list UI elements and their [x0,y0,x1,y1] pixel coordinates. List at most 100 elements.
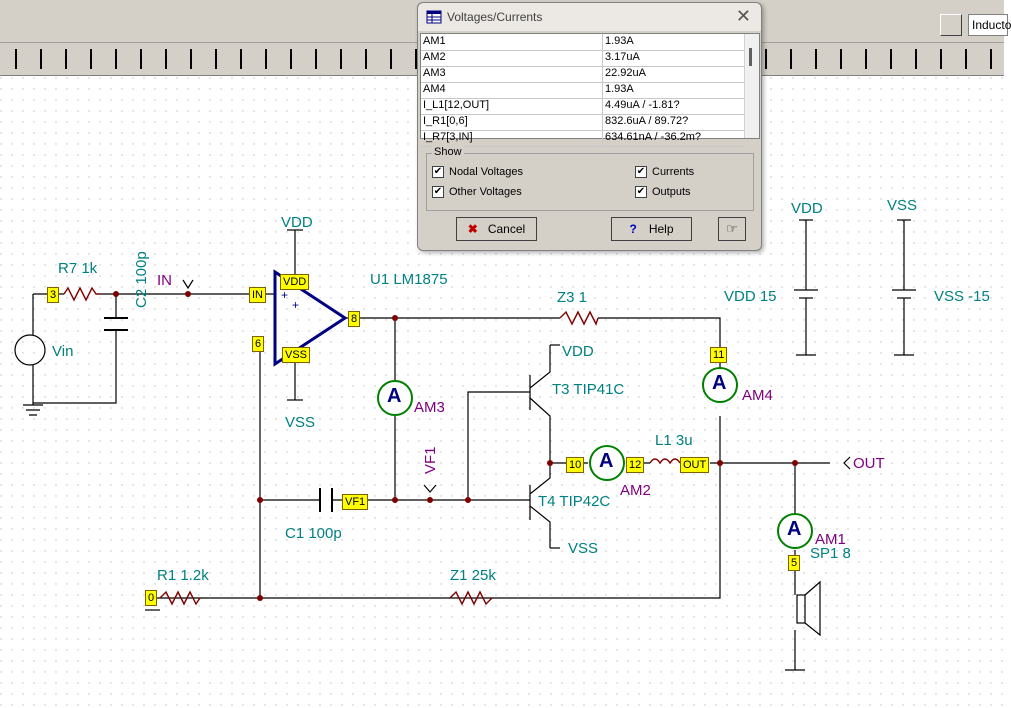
scrollbar-thumb[interactable] [749,48,752,66]
table-row[interactable]: AM2 3.17uA [421,50,745,67]
svg-text:+: + [281,288,288,302]
node-vf1: VF1 [342,494,369,510]
row-value: 1.93A [605,35,634,47]
table-row[interactable]: I_R7[3,IN] 634.61nA / -36.2m? [421,130,745,147]
vss-t4-label: VSS [568,540,599,557]
sp1-label: SP1 8 [810,545,851,562]
checkbox-checked-icon: ✔ [635,166,647,179]
toolbar-divider [415,49,417,69]
node-3: 3 [47,287,60,303]
toolbar-divider [915,49,917,69]
in-terminal-label: IN [157,272,172,289]
node-0: 0 [145,590,158,606]
l1-label: L1 3u [655,432,693,449]
row-value: 1.93A [605,83,634,95]
checkbox-checked-icon: ✔ [635,186,647,199]
toolbar-divider [115,49,117,69]
toolbar-divider [265,49,267,69]
vdd-source-name: VDD [791,200,823,217]
toolbar-divider [240,49,242,69]
toolbar-divider [190,49,192,69]
node-11: 11 [710,347,728,363]
currents-checkbox[interactable]: ✔Currents [635,166,694,179]
u1-label: U1 LM1875 [370,271,448,288]
vdd-t3-label: VDD [562,343,594,360]
toolbar-divider [940,49,942,69]
toolbar-divider [840,49,842,69]
voltages-currents-dialog: Voltages/Currents ✕ AM1 1.93A AM2 3.17uA… [417,2,762,251]
vin-label: Vin [52,343,74,360]
results-table[interactable]: AM1 1.93A AM2 3.17uA AM3 22.92uA AM4 1.9… [420,33,760,147]
c1-label: C1 100p [285,525,342,542]
node-out: OUT [680,457,710,473]
table-row[interactable]: AM3 22.92uA [421,66,745,83]
cancel-x-icon: ✖ [467,222,478,236]
table-row[interactable]: I_R1[0,6] 832.6uA / 89.72? [421,114,745,131]
row-name: AM3 [423,67,446,79]
am1-label: AM1 [815,531,846,548]
row-value: 3.17uA [605,51,640,63]
table-row[interactable]: AM1 1.93A [421,34,745,51]
vss-source-label: VSS -15 [934,288,990,305]
toolbar-divider [140,49,142,69]
show-group-title: Show [432,146,464,158]
component-search-input[interactable]: Inducto [968,14,1011,36]
close-icon[interactable]: ✕ [735,6,751,26]
toolbar-divider [40,49,42,69]
am3-icon[interactable]: A [387,385,402,407]
row-value: 22.92uA [605,67,646,79]
dialog-titlebar[interactable]: Voltages/Currents ✕ [418,3,761,31]
toolbar-divider [365,49,367,69]
other-voltages-checkbox[interactable]: ✔ Other Voltages [432,186,522,199]
table-row[interactable]: AM4 1.93A [421,82,745,99]
vss-opamp-label: VSS [285,414,316,431]
node-6: 6 [252,336,265,352]
toolbar-divider [290,49,292,69]
toolbar-divider [790,49,792,69]
outputs-label: Outputs [652,186,691,198]
toolbar-divider [890,49,892,69]
toolbar-divider [990,49,992,69]
node-5: 5 [788,555,801,571]
am4-icon[interactable]: A [712,372,727,394]
am3-label: AM3 [414,399,445,416]
pointing-hand-icon: ☞ [726,221,738,236]
help-label: Help [648,222,674,236]
table-icon [426,10,442,24]
toolbar-divider [815,49,817,69]
other-voltages-label: Other Voltages [449,186,522,198]
row-name: I_R1[0,6] [423,115,468,127]
svg-text:+: + [292,298,299,312]
node-vdd: VDD [280,274,310,290]
vdd-opamp-label: VDD [281,214,313,231]
component-search-button[interactable] [940,14,962,36]
table-row[interactable]: I_L1[12,OUT] 4.49uA / -1.81? [421,98,745,115]
toolbar-divider [390,49,392,69]
t4-label: T4 TIP42C [538,493,611,510]
node-10: 10 [566,457,585,473]
row-name: AM2 [423,51,446,63]
node-vss: VSS [282,347,311,363]
cancel-label: Cancel [487,222,526,236]
toolbar-divider [15,49,17,69]
pointer-hand-button[interactable]: ☞ [718,217,746,241]
row-name: AM1 [423,35,446,47]
node-8: 8 [348,311,361,327]
r7-label: R7 1k [58,260,98,277]
row-name: I_R7[3,IN] [423,131,473,143]
am1-icon[interactable]: A [787,518,802,540]
help-button[interactable]: ?Help [611,217,692,241]
t3-label: T3 TIP41C [552,381,625,398]
toolbar-divider [90,49,92,69]
show-group [426,153,754,211]
toolbar-divider [315,49,317,69]
out-terminal-label: OUT [853,455,885,472]
am2-icon[interactable]: A [599,450,614,472]
row-value: 832.6uA / 89.72? [605,115,689,127]
table-scrollbar[interactable] [744,34,759,138]
checkbox-checked-icon: ✔ [432,186,444,199]
row-name: AM4 [423,83,446,95]
outputs-checkbox[interactable]: ✔ Outputs [635,186,691,199]
cancel-button[interactable]: ✖ Cancel [456,217,537,241]
nodal-voltages-checkbox[interactable]: ✔Nodal Voltages [432,166,523,179]
